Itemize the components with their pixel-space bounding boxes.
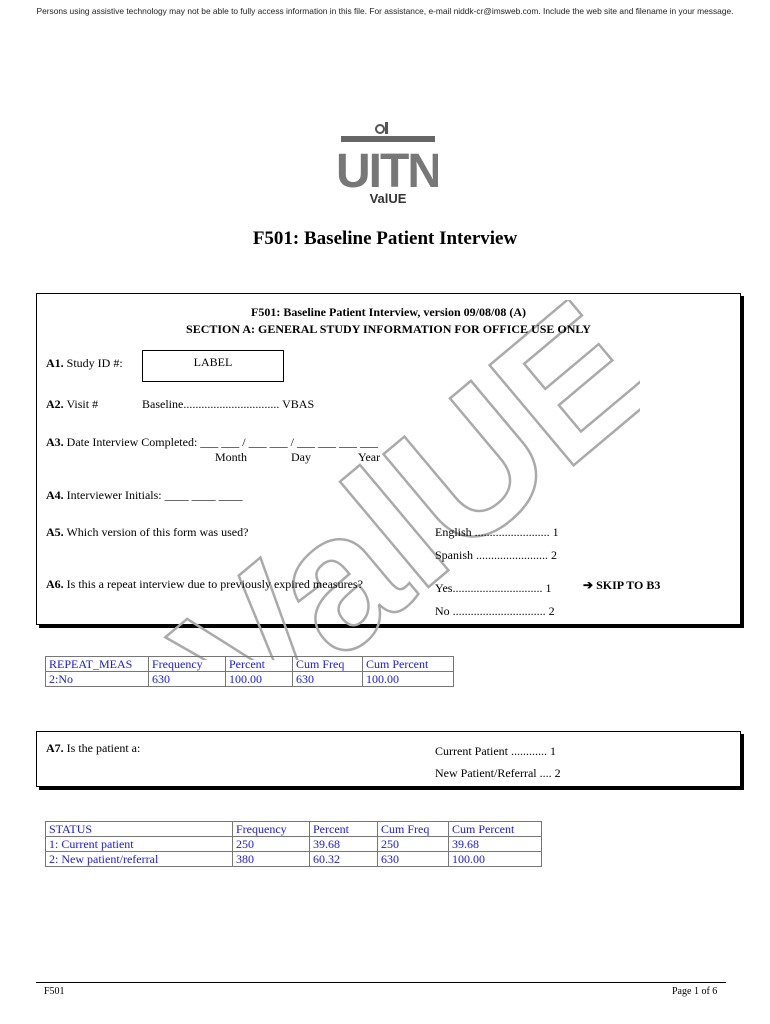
arrow-right-icon: ➔ xyxy=(583,578,594,592)
table-header-cell: Frequency xyxy=(232,821,310,837)
section-a-frame xyxy=(36,293,741,625)
question-text: Date Interview Completed: ___ ___ / ___ … xyxy=(66,435,378,449)
table-header-cell: Cum Percent xyxy=(362,656,454,672)
question-a3: A3. Date Interview Completed: ___ ___ / … xyxy=(46,435,378,450)
table-cell: 100.00 xyxy=(362,671,454,687)
question-text: Which version of this form was used? xyxy=(66,525,249,539)
option-spanish: Spanish ........................ 2 xyxy=(435,548,558,562)
option-yes: Yes.............................. 1 xyxy=(435,581,552,595)
question-a7: A7. Is the patient a: xyxy=(46,741,140,756)
svg-text:ValUE: ValUE xyxy=(370,191,407,205)
question-a1: A1. Study ID #: xyxy=(46,356,123,371)
skip-instruction: ➔ SKIP TO B3 xyxy=(583,578,660,593)
table-header-cell: Frequency xyxy=(148,656,226,672)
question-text: Study ID #: xyxy=(66,356,123,370)
table-header-cell: Cum Freq xyxy=(377,821,449,837)
accessibility-notice: Persons using assistive technology may n… xyxy=(36,6,734,16)
table-header-cell: Cum Freq xyxy=(292,656,363,672)
table-header-cell: STATUS xyxy=(45,821,233,837)
footer-divider xyxy=(36,982,726,983)
question-number: A2. xyxy=(46,397,64,411)
question-text: Interviewer Initials: ____ ____ ____ xyxy=(66,488,243,502)
table-header-cell: Percent xyxy=(309,821,378,837)
table-cell: 39.68 xyxy=(309,836,378,852)
form-header-version: F501: Baseline Patient Interview, versio… xyxy=(251,305,526,319)
question-a5: A5. Which version of this form was used? xyxy=(46,525,248,540)
visit-value: Baseline................................… xyxy=(142,397,315,411)
table-cell: 100.00 xyxy=(448,851,542,867)
month-label: Month xyxy=(215,450,248,464)
table-cell: 2:No xyxy=(45,671,149,687)
status-frequency-table: STATUS Frequency Percent Cum Freq Cum Pe… xyxy=(45,821,542,867)
table-cell: 60.32 xyxy=(309,851,378,867)
question-number: A6. xyxy=(46,577,64,591)
table-header-cell: Percent xyxy=(225,656,293,672)
table-header-row: STATUS Frequency Percent Cum Freq Cum Pe… xyxy=(45,821,542,837)
table-cell: 380 xyxy=(232,851,310,867)
skip-text: SKIP TO B3 xyxy=(596,578,661,592)
question-text: Visit # xyxy=(66,397,99,411)
table-cell: 630 xyxy=(377,851,449,867)
option-english: English ......................... 1 xyxy=(435,525,559,539)
question-a4: A4. Interviewer Initials: ____ ____ ____ xyxy=(46,488,243,503)
table-header-cell: Cum Percent xyxy=(448,821,542,837)
question-number: A1. xyxy=(46,356,64,370)
option-current-patient: Current Patient ............ 1 xyxy=(435,744,556,758)
question-text: Is this a repeat interview due to previo… xyxy=(66,577,363,591)
question-a2: A2. Visit # xyxy=(46,397,98,412)
uitn-value-logo: UITN ValUE xyxy=(338,122,438,205)
table-cell: 250 xyxy=(377,836,449,852)
question-text: Is the patient a: xyxy=(66,741,141,755)
table-row: 2:No 630 100.00 630 100.00 xyxy=(45,671,454,687)
table-cell: 100.00 xyxy=(225,671,293,687)
option-new-patient: New Patient/Referral .... 2 xyxy=(435,766,561,780)
table-header-cell: REPEAT_MEAS xyxy=(45,656,149,672)
question-number: A4. xyxy=(46,488,64,502)
table-cell: 2: New patient/referral xyxy=(45,851,233,867)
study-id-label-box: LABEL xyxy=(142,350,284,382)
table-cell: 1: Current patient xyxy=(45,836,233,852)
question-a7-frame xyxy=(36,731,741,787)
table-row: 1: Current patient 250 39.68 250 39.68 xyxy=(45,836,542,852)
table-cell: 630 xyxy=(292,671,363,687)
form-header-section: SECTION A: GENERAL STUDY INFORMATION FOR… xyxy=(186,322,591,336)
table-header-row: REPEAT_MEAS Frequency Percent Cum Freq C… xyxy=(45,656,454,672)
day-label: Day xyxy=(291,450,311,464)
table-cell: 39.68 xyxy=(448,836,542,852)
document-title: F501: Baseline Patient Interview xyxy=(252,228,518,249)
question-number: A5. xyxy=(46,525,64,539)
table-cell: 250 xyxy=(232,836,310,852)
option-no: No ............................... 2 xyxy=(435,604,555,618)
table-row: 2: New patient/referral 380 60.32 630 10… xyxy=(45,851,542,867)
year-label: Year xyxy=(358,450,381,464)
question-number: A7. xyxy=(46,741,64,755)
svg-text:UITN: UITN xyxy=(338,145,438,198)
question-a6: A6. Is this a repeat interview due to pr… xyxy=(46,577,363,592)
page-number: Page 1 of 6 xyxy=(672,986,718,997)
footer-form-id: F501 xyxy=(44,986,65,997)
table-cell: 630 xyxy=(148,671,226,687)
repeat-meas-frequency-table: REPEAT_MEAS Frequency Percent Cum Freq C… xyxy=(45,656,454,687)
question-number: A3. xyxy=(46,435,64,449)
